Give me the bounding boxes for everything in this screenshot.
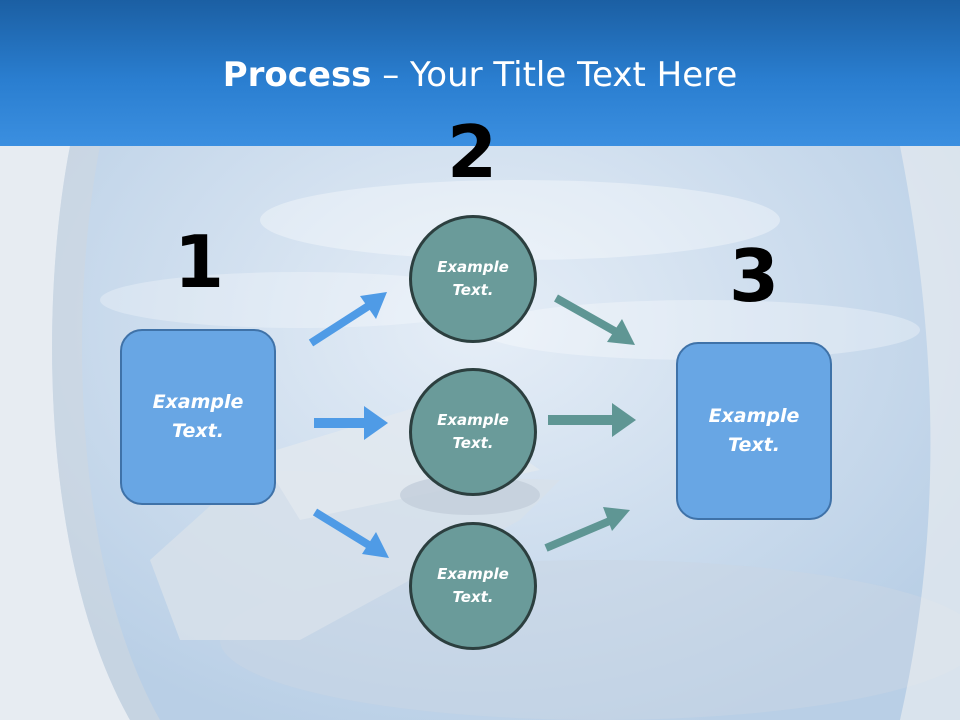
step-number-2: 2 [446, 110, 498, 194]
process-circle-middle-label: Example Text. [437, 411, 509, 452]
process-circle-top: Example Text. [409, 215, 537, 343]
arrow-right-left [314, 406, 388, 440]
slide-title: Process – Your Title Text Here [0, 55, 960, 95]
title-bar [0, 0, 960, 146]
process-circle-bottom: Example Text. [409, 522, 537, 650]
process-circle-top-label: Example Text. [437, 258, 509, 299]
process-box-left: Example Text. [120, 329, 276, 505]
process-box-right: Example Text. [676, 342, 832, 520]
process-circle-bottom-label: Example Text. [437, 565, 509, 606]
arrow-down-right-right [554, 294, 635, 345]
step-number-3: 3 [728, 234, 780, 318]
arrow-down-right-left [312, 508, 389, 558]
arrow-up-right-left [308, 292, 387, 347]
process-box-left-label: Example Text. [152, 391, 244, 442]
title-bold: Process [222, 55, 372, 95]
step-number-1: 1 [173, 220, 225, 304]
process-circle-middle: Example Text. [409, 368, 537, 496]
arrow-up-right-right [544, 507, 630, 552]
title-rest: – Your Title Text Here [371, 55, 738, 95]
arrow-right-right [548, 403, 636, 437]
process-box-right-label: Example Text. [708, 405, 800, 456]
